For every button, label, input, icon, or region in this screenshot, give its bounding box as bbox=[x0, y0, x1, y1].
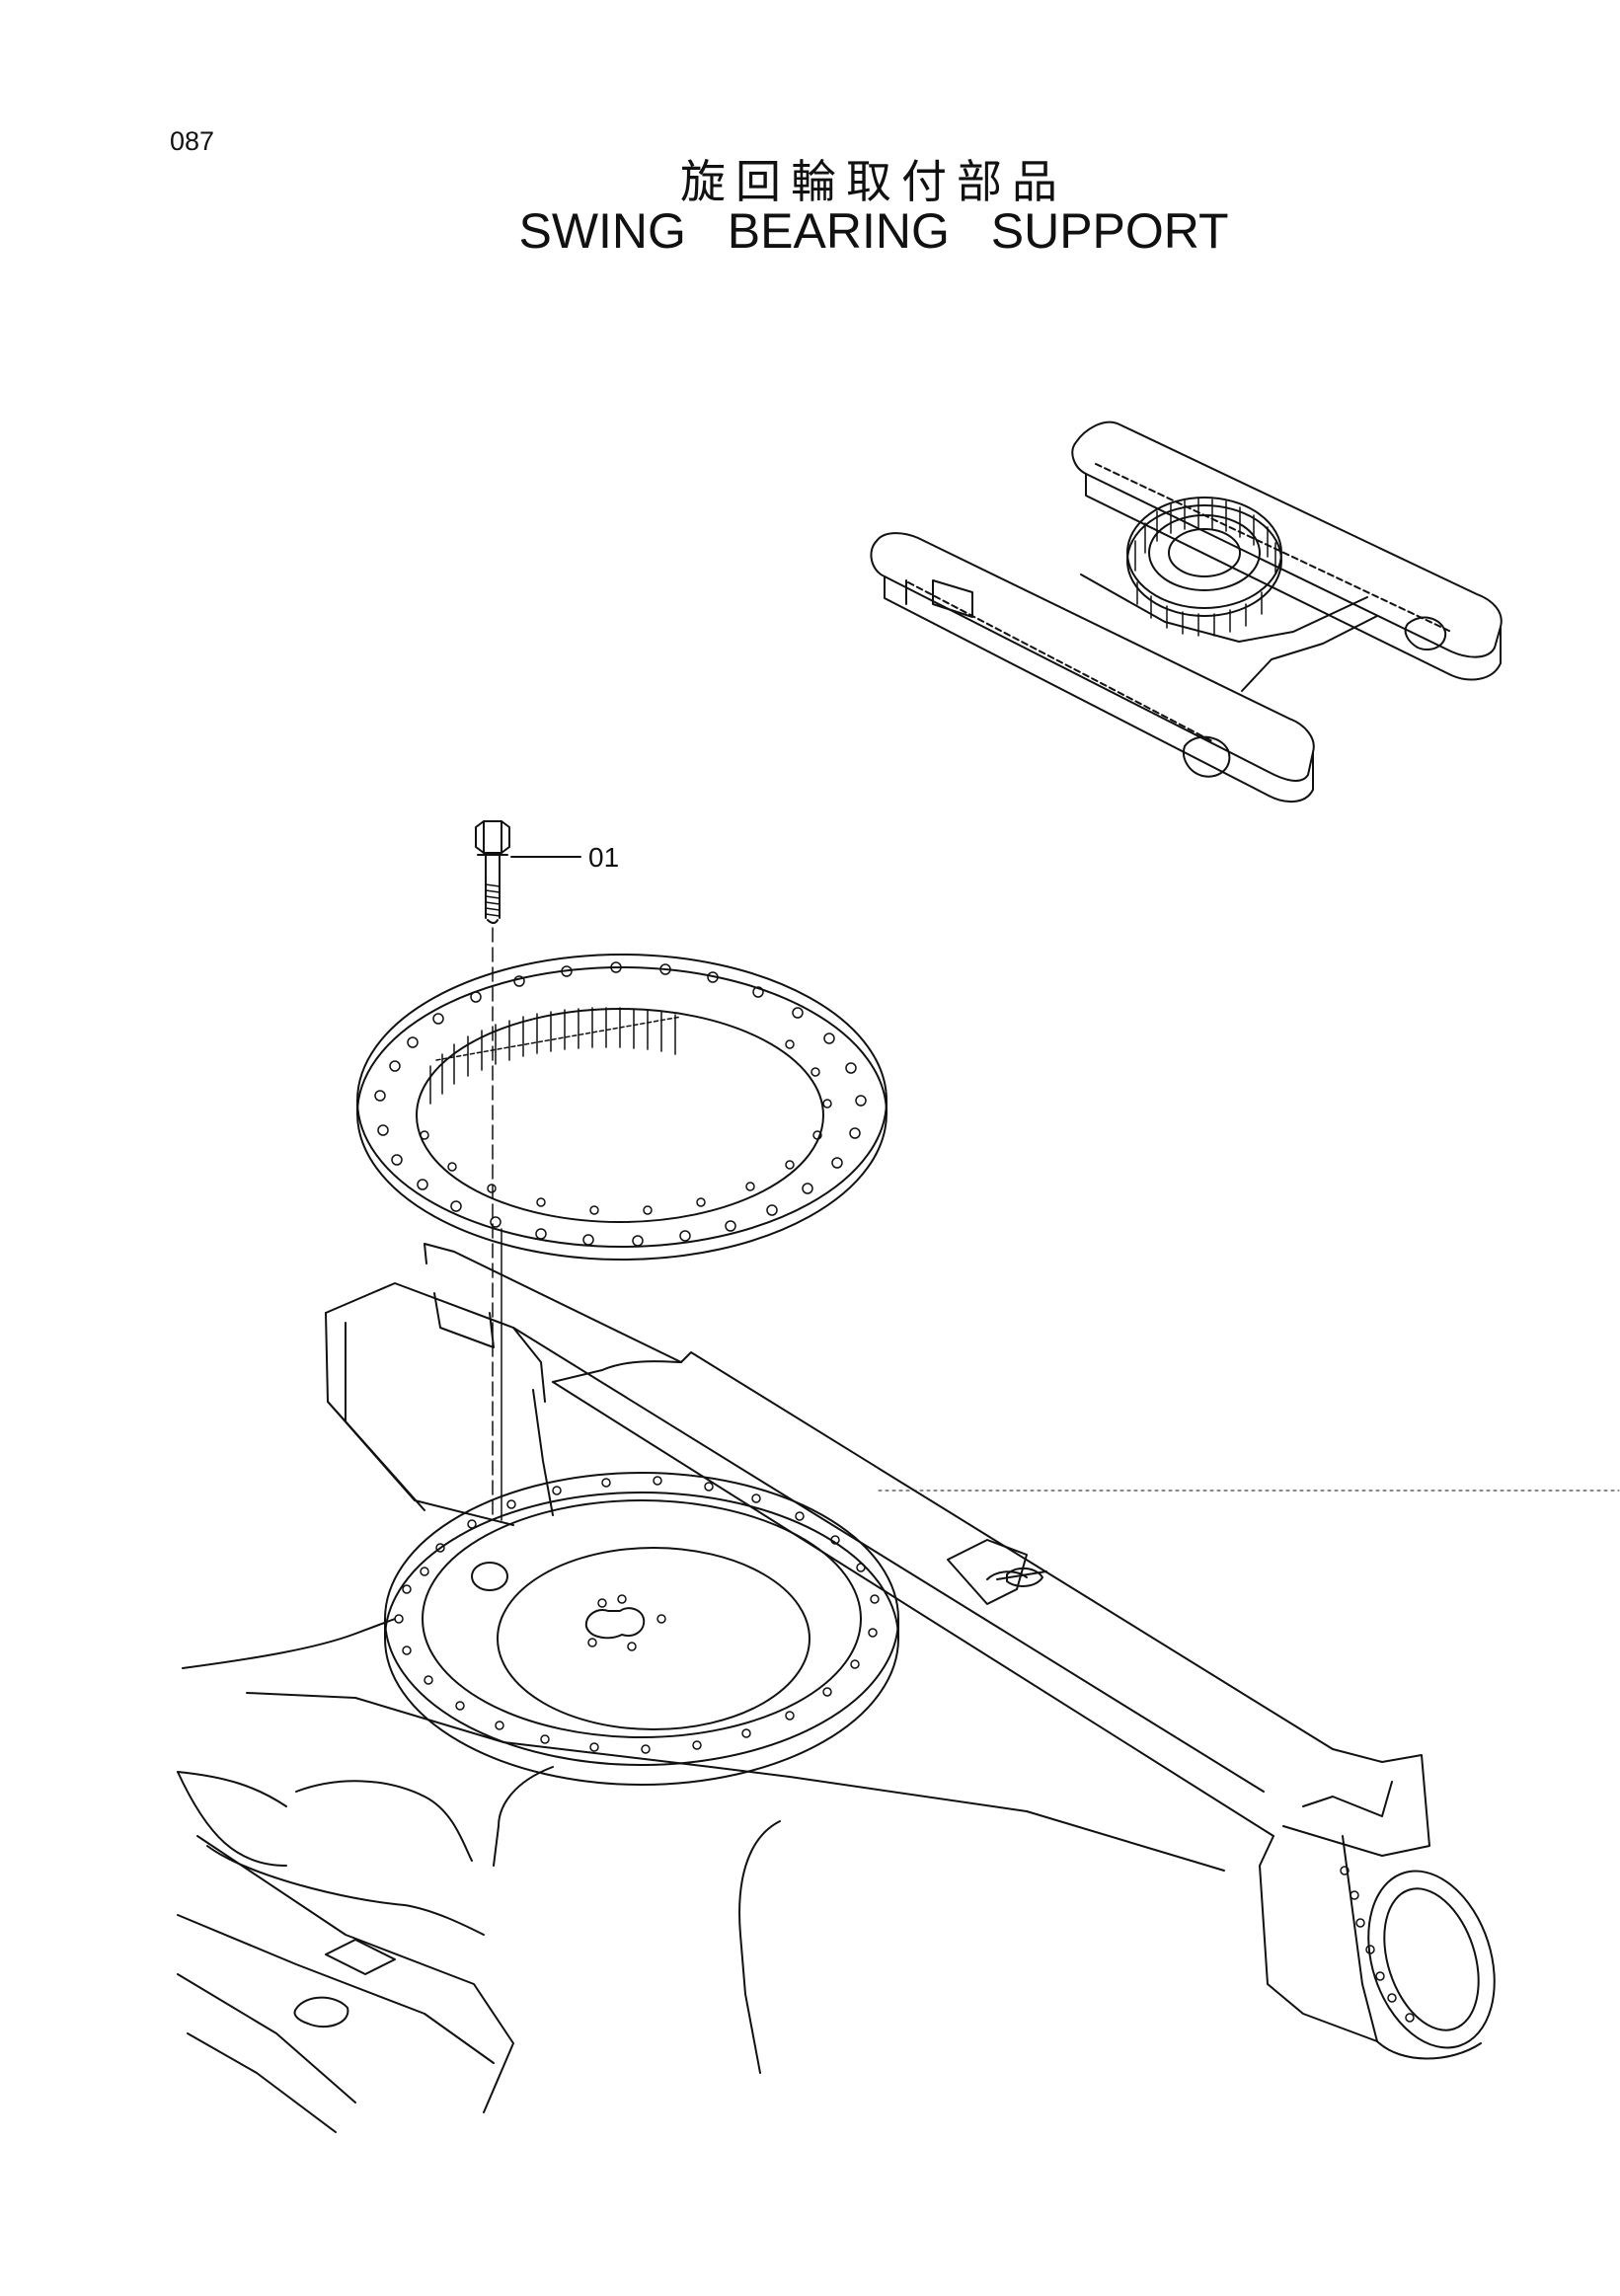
title-japanese: 旋回輪取付部品 bbox=[680, 155, 1067, 208]
revolving-frame bbox=[177, 1243, 1620, 2133]
bolt-part-01 bbox=[475, 820, 581, 1521]
page-number: 087 bbox=[170, 126, 215, 156]
callout-label-01: 01 bbox=[588, 842, 619, 873]
swing-bearing-ring bbox=[356, 954, 887, 1261]
undercarriage-thumbnail bbox=[870, 421, 1503, 803]
title-english: SWING BEARING SUPPORT bbox=[518, 203, 1229, 259]
bearing-seat-ring bbox=[384, 1472, 899, 1786]
